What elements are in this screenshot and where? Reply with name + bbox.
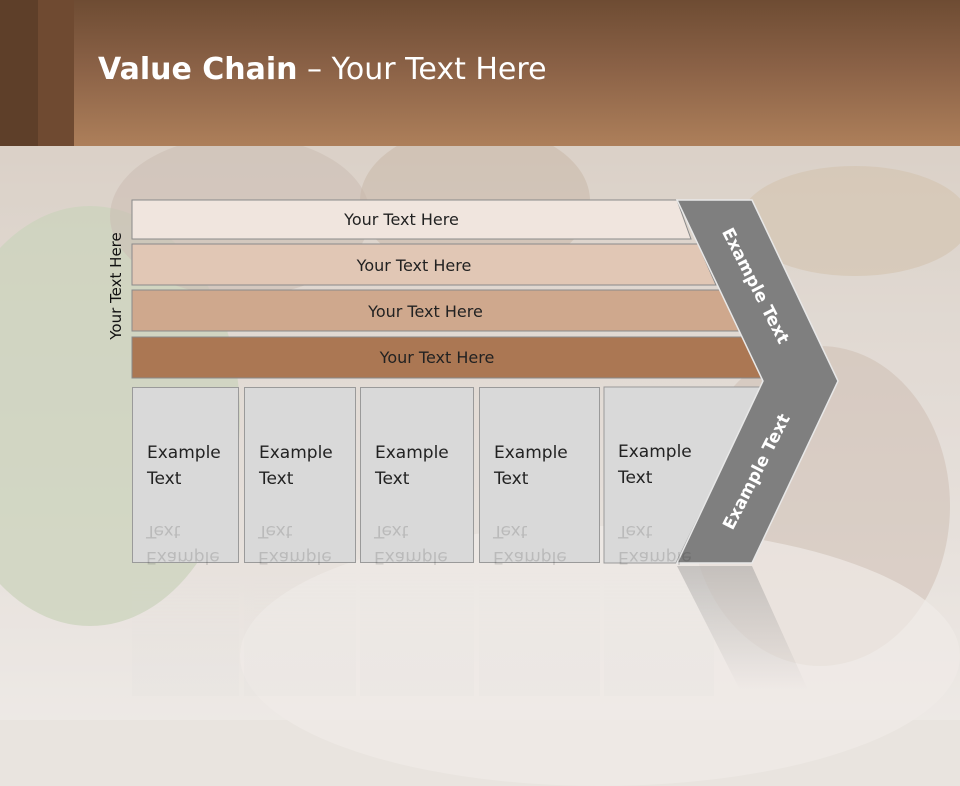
chevron-shape	[675, 199, 839, 564]
column-2-line1: Example	[259, 443, 333, 463]
column-5-line1: Example	[618, 442, 692, 462]
column-2-reflection-line2: Text	[258, 521, 293, 541]
page-title: Value Chain – Your Text Here	[98, 52, 547, 87]
column-3-line1: Example	[375, 443, 449, 463]
band-4-label-box: Your Text Here	[132, 338, 762, 376]
band-2-label: Your Text Here	[356, 255, 472, 275]
last-column-shape	[603, 386, 763, 564]
column-3-line2: Text	[375, 469, 410, 489]
band-1-label: Your Text Here	[344, 209, 459, 229]
column-4-reflection-line2: Text	[493, 521, 528, 541]
column-4-line1: Example	[494, 443, 568, 463]
header-accent-strip	[38, 0, 74, 146]
title-bar: Value Chain – Your Text Here	[0, 0, 960, 146]
value-chain-diagram: Example Text Example Text	[131, 199, 839, 690]
band-3-label-box: Your Text Here	[132, 292, 739, 330]
column-2-reflection-line1: Example	[258, 547, 332, 567]
column-4-reflection-line1: Example	[493, 547, 567, 567]
column-2-line2: Text	[259, 469, 294, 489]
band-2-label-box: Your Text Here	[132, 246, 716, 284]
band-1-label-box: Your Text Here	[132, 200, 691, 238]
column-1-line2: Text	[147, 469, 182, 489]
column-1-reflection-line2: Text	[146, 521, 181, 541]
band-3-label: Your Text Here	[368, 301, 483, 321]
column-3-reflection-line2: Text	[374, 521, 409, 541]
chevron-reflection	[677, 566, 808, 690]
band-4-label: Your Text Here	[379, 347, 495, 367]
side-label: Your Text Here	[107, 232, 125, 340]
column-4-reflection: Example Text	[479, 521, 600, 696]
column-5-reflection: Example Text	[604, 521, 714, 696]
column-1-reflection-line1: Example	[146, 547, 220, 567]
column-1-reflection: Example Text	[132, 521, 239, 696]
column-1-line1: Example	[147, 443, 221, 463]
column-5-reflection-line2: Text	[618, 521, 653, 541]
column-2-reflection: Example Text	[244, 521, 356, 696]
band-2-shape	[131, 243, 717, 286]
title-bold: Value Chain	[98, 52, 298, 87]
header-accent-strip	[0, 0, 38, 146]
column-5-reflection-line1: Example	[618, 547, 692, 567]
column-3-reflection-line1: Example	[374, 547, 448, 567]
title-rest: – Your Text Here	[297, 52, 547, 87]
column-3-reflection: Example Text	[360, 521, 474, 696]
band-1-shape	[131, 199, 692, 240]
column-5-line2: Text	[618, 468, 653, 488]
column-4-line2: Text	[494, 469, 529, 489]
